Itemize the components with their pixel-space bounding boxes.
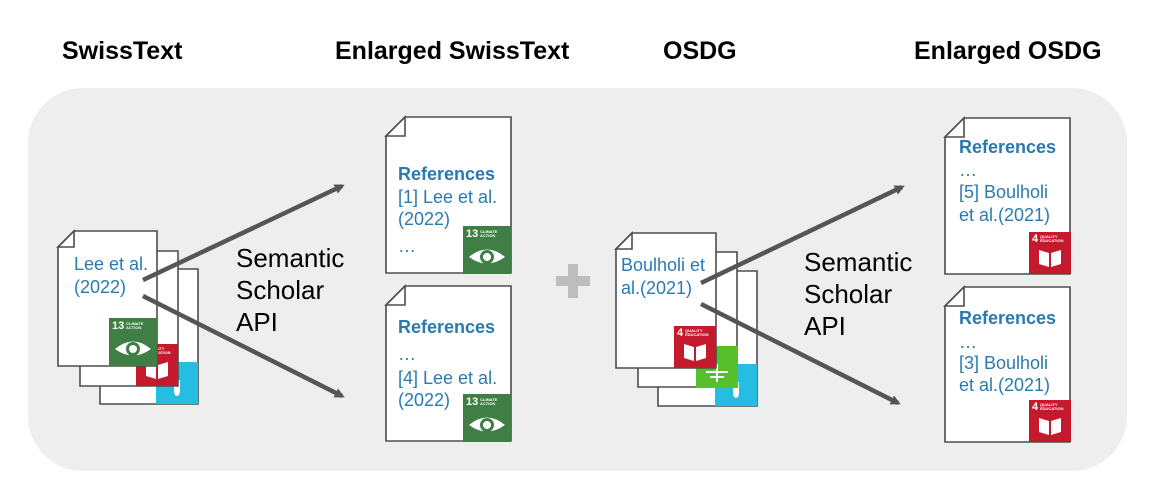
enlarged-osdg-doc-2: References … [3] Boulholi et al.(2021) bbox=[943, 285, 1071, 443]
svg-text:[1] Lee et al.: [1] Lee et al. bbox=[398, 187, 497, 207]
heading-enlarged-swisstext: Enlarged SwissText bbox=[335, 37, 570, 65]
svg-text:References: References bbox=[398, 164, 495, 184]
svg-text:Scholar: Scholar bbox=[804, 279, 892, 309]
svg-text:(2022): (2022) bbox=[398, 209, 450, 229]
svg-text:…: … bbox=[398, 344, 416, 364]
svg-text:Semantic: Semantic bbox=[804, 247, 912, 277]
api-label-right: Semantic Scholar API bbox=[804, 247, 912, 341]
api-label-left: Semantic Scholar API bbox=[236, 243, 344, 337]
svg-text:References: References bbox=[959, 308, 1056, 328]
enlarged-osdg-doc-1: References … [5] Boulholi et al.(2021) bbox=[943, 116, 1071, 275]
svg-text:References: References bbox=[959, 137, 1056, 157]
enlarged-swisstext-doc-2: References … [4] Lee et al. (2022) bbox=[384, 284, 512, 442]
svg-text:API: API bbox=[236, 307, 278, 337]
arrow-swisstext-to-bottom bbox=[141, 293, 345, 399]
heading-enlarged-osdg: Enlarged OSDG bbox=[914, 37, 1102, 65]
svg-text:…: … bbox=[398, 236, 416, 256]
svg-text:et al.(2021): et al.(2021) bbox=[959, 375, 1050, 395]
osdg-document-stack: Boulholi et al.(2021) bbox=[614, 231, 758, 407]
arrow-osdg-to-bottom bbox=[699, 301, 901, 406]
enlarged-swisstext-doc-1: References [1] Lee et al. (2022) … bbox=[384, 115, 512, 274]
svg-text:[4] Lee et al.: [4] Lee et al. bbox=[398, 368, 497, 388]
svg-text:et al.(2021): et al.(2021) bbox=[959, 205, 1050, 225]
svg-text:[3] Boulholi: [3] Boulholi bbox=[959, 353, 1048, 373]
svg-text:…: … bbox=[959, 332, 977, 352]
svg-text:Semantic: Semantic bbox=[236, 243, 344, 273]
svg-text:…: … bbox=[959, 160, 977, 180]
arrow-osdg-to-top bbox=[700, 184, 905, 286]
swisstext-doc-line-2: (2022) bbox=[74, 277, 126, 297]
svg-text:Scholar: Scholar bbox=[236, 275, 324, 305]
heading-swisstext: SwissText bbox=[62, 37, 183, 65]
plus-icon bbox=[556, 264, 590, 298]
arrow-swisstext-to-top bbox=[142, 183, 345, 283]
heading-osdg: OSDG bbox=[663, 37, 737, 65]
swisstext-document-stack: Lee et al. (2022) bbox=[56, 229, 199, 405]
svg-text:[5] Boulholi: [5] Boulholi bbox=[959, 182, 1048, 202]
swisstext-doc-line-1: Lee et al. bbox=[74, 254, 148, 274]
svg-text:References: References bbox=[398, 317, 495, 337]
svg-text:(2022): (2022) bbox=[398, 390, 450, 410]
osdg-doc-line-2: al.(2021) bbox=[621, 278, 692, 298]
osdg-doc-line-1: Boulholi et bbox=[621, 255, 705, 275]
svg-text:API: API bbox=[804, 311, 846, 341]
